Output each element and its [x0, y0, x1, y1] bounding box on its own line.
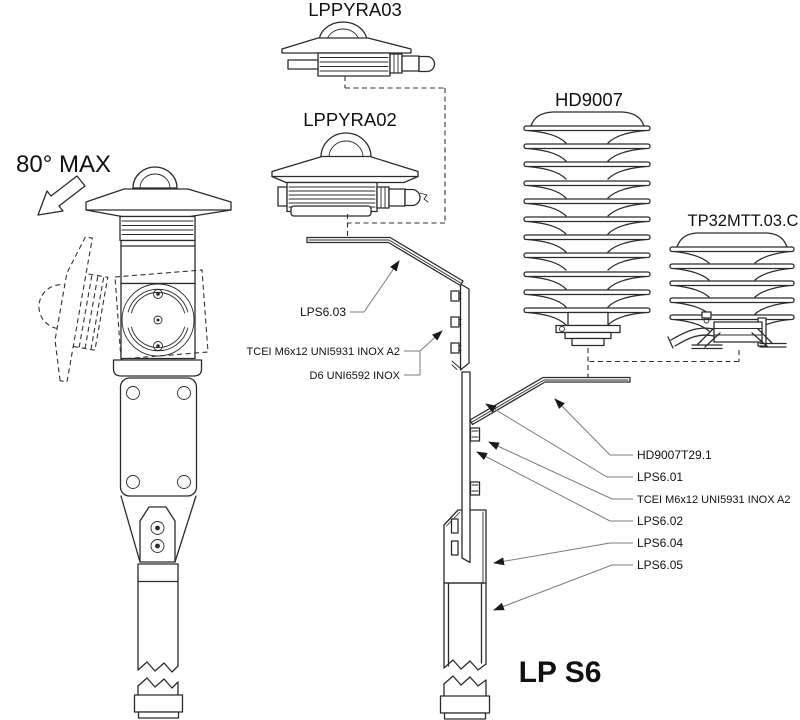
left-pole-assembly [85, 166, 232, 719]
sensor-cable [667, 327, 715, 349]
hd9007-cap [530, 111, 645, 127]
pyranometer-shield-disc [85, 188, 232, 211]
tp32mtt-cap [676, 232, 788, 248]
product-title: LP S6 [519, 656, 602, 689]
tp32mtt-drawing [667, 232, 795, 350]
lppyra02-dome [320, 132, 372, 158]
callout-lps6-02: LPS6.02 [637, 514, 683, 528]
pole-base [133, 694, 184, 713]
callout-lps6-05: LPS6.05 [637, 558, 683, 572]
shield-title-tp32mtt: TP32MTT.03.C [688, 212, 799, 230]
sensor-title-lppyra03: LPPYRA03 [308, 0, 402, 20]
tilt-annotation: 80° MAX [16, 151, 111, 216]
lppyra03-dome [318, 21, 368, 43]
callout-d6-washer: D6 UNI6592 INOX [310, 370, 401, 382]
lppyra03-drawing [281, 21, 436, 77]
hd9007-neck [567, 311, 609, 327]
hd9007-drawing [523, 111, 651, 347]
backing-plate-strip [461, 371, 471, 564]
callout-hd9007t29-1: HD9007T29.1 [637, 448, 712, 462]
upper-sensor-arm [306, 236, 464, 287]
upper-bolt-plate [459, 283, 470, 371]
mounting-plate [119, 377, 198, 497]
callout-tcei-screw-right: TCEI M6x12 UNI5931 INOX A2 [637, 494, 790, 506]
mounting-relation-lines [344, 76, 740, 377]
shield-title-hd9007: HD9007 [555, 89, 623, 110]
mast-base [439, 695, 491, 714]
callouts-right: HD9007T29.1 LPS6.01 TCEI M6x12 UNI5931 I… [476, 398, 790, 611]
tilt-direction-arrow-icon [37, 175, 86, 216]
callout-lps6-01: LPS6.01 [637, 470, 683, 484]
lppyra02-drawing [271, 132, 429, 217]
lower-shield-arm [469, 376, 631, 426]
tilted-pyranometer-ghost [26, 230, 115, 387]
tp32mtt-bracket [713, 321, 763, 343]
lp-s6-mast [306, 236, 631, 720]
tilt-max-label: 80° MAX [16, 151, 111, 178]
callout-lps6-03: LPS6.03 [300, 305, 346, 319]
tilted-plate-ghost [114, 269, 209, 360]
lppyra03-shield-disc [281, 37, 412, 54]
callout-tcei-screw-left: TCEI M6x12 UNI5931 INOX A2 [247, 346, 400, 358]
lppyra02-shield-disc [271, 155, 419, 178]
pyranometer-dome [132, 166, 178, 189]
callout-lps6-04: LPS6.04 [637, 536, 683, 550]
callouts-left: LPS6.03 TCEI M6x12 UNI5931 INOX A2 D6 UN… [247, 260, 443, 382]
sensor-title-lppyra02: LPPYRA02 [303, 109, 397, 130]
